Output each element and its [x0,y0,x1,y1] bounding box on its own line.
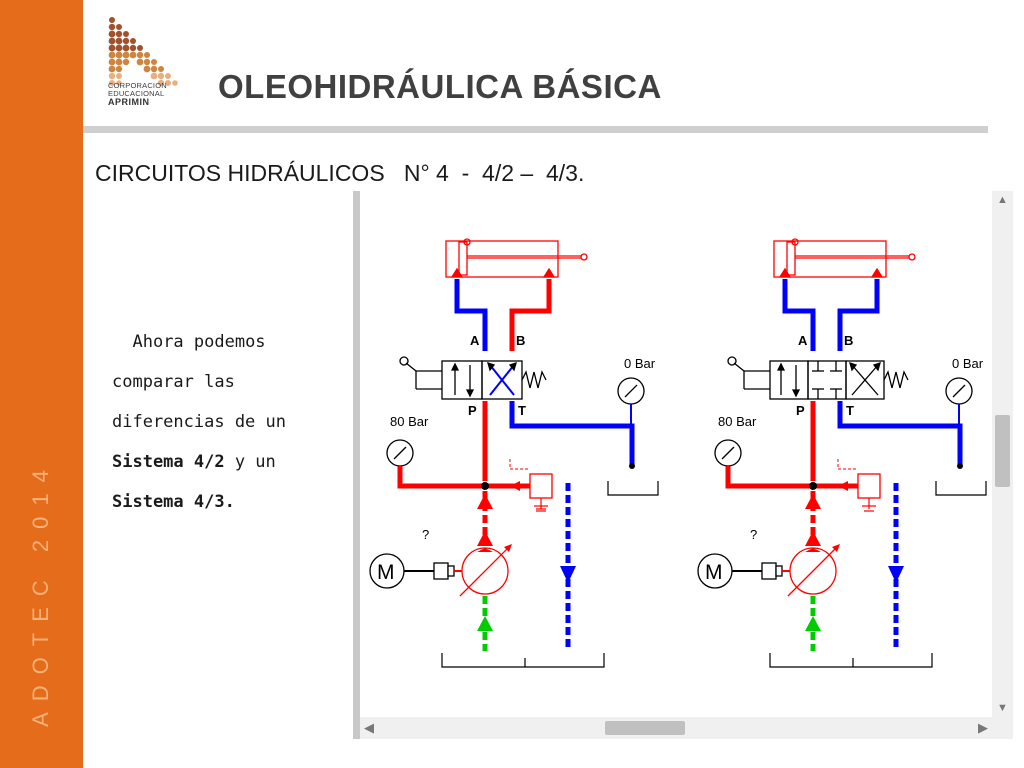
circuit-4-3: A B [697,238,987,668]
directional-valve-icon[interactable] [727,356,909,400]
port-t-label: T [518,403,526,418]
relief-valve-icon [509,459,553,512]
page-title: OLEOHIDRÁULICA BÁSICA [218,68,662,105]
unknown-label: ? [750,527,757,542]
line-pressure [725,466,868,489]
line-t [509,401,635,466]
relief-valve-icon [837,459,881,512]
scroll-left-icon[interactable]: ◀ [364,720,374,735]
scroll-right-icon[interactable]: ▶ [978,720,988,735]
logo-text: CORPORACION EDUCACIONAL APRIMIN [108,81,167,107]
line-t [837,401,963,466]
port-a-label: A [470,333,480,348]
vertical-scrollbar[interactable]: ▲ ▼ [992,191,1013,717]
gauge-pump-label: 80 Bar [718,414,757,429]
motor-icon [697,553,733,589]
port-p-label: P [796,403,805,418]
scroll-up-icon[interactable]: ▲ [997,194,1008,206]
port-b-label: B [844,333,853,348]
tank-icon [769,653,933,668]
line-b [837,279,880,351]
hydraulic-diagram: A B [369,238,987,668]
port-p-label: P [468,403,477,418]
horizontal-scrollbar[interactable]: ◀ ▶ [360,717,992,739]
motor-label: M [377,561,395,584]
scroll-down-icon[interactable]: ▼ [997,702,1008,714]
line-pressure [397,466,540,489]
body-line: Ahora podemos [132,332,266,352]
tank-icon [607,481,659,496]
port-a-label: A [798,333,808,348]
directional-valve-icon[interactable] [399,356,547,400]
unknown-label: ? [422,527,429,542]
tank-icon [935,481,987,496]
left-sidebar-bar [0,0,83,768]
gauge-pump-label: 80 Bar [390,414,429,429]
gauge-tank-label: 0 Bar [624,356,656,371]
body-line: Sistema 4/2 y un [112,452,276,472]
motor-label: M [705,561,723,584]
aprimin-logo-icon [108,17,178,87]
simulation-window: A B [353,191,1013,739]
pump-icon [787,544,840,597]
line-a [454,279,488,351]
port-b-label: B [516,333,525,348]
vertical-scroll-thumb[interactable] [995,415,1010,487]
line-b [509,279,552,351]
body-line: comparar las [112,372,235,392]
port-t-label: T [846,403,854,418]
circuit-4-2: A B [369,238,659,668]
slide-subtitle: CIRCUITOS HIDRÁULICOS N° 4 - 4/2 – 4/3. [95,160,585,186]
gauge-tank-label: 0 Bar [952,356,984,371]
line-a [782,279,816,351]
body-paragraph: Ahora podemos comparar las diferencias d… [112,322,352,522]
motor-icon [369,553,405,589]
scrollbar-corner [992,717,1013,739]
body-line: Sistema 4/3. [112,492,235,512]
cylinder-icon [773,238,916,278]
tank-icon [441,653,605,668]
vertical-brand-text: ADOTEC 2014 [28,458,54,727]
title-divider [83,126,988,133]
pump-icon [459,544,512,597]
simulation-canvas[interactable]: A B [360,191,992,717]
cylinder-icon [445,238,588,278]
horizontal-scroll-thumb[interactable] [605,721,685,735]
body-line: diferencias de un [112,412,286,432]
